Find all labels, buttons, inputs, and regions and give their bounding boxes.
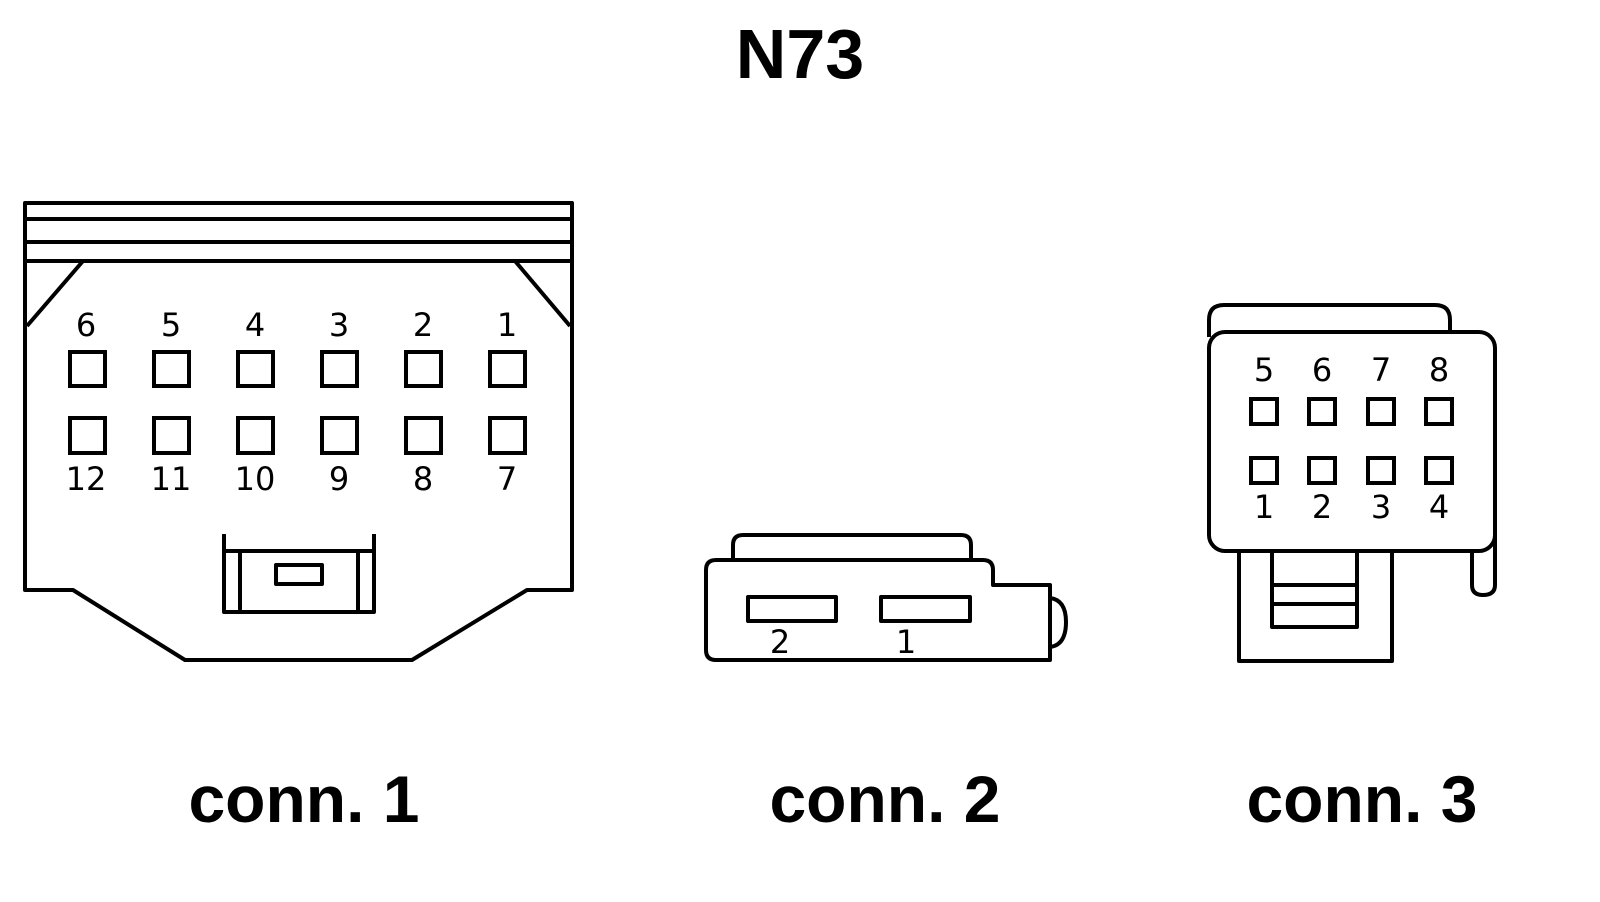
pin-2: 2	[404, 306, 443, 388]
pin-12: 12	[66, 416, 107, 498]
pin-label: 6	[76, 306, 96, 344]
pin-5: 5	[152, 306, 191, 388]
pin-label: 5	[161, 306, 181, 344]
pin-7: 7	[488, 416, 527, 498]
connector-3: 5 6 7 8 1 2	[1207, 303, 1497, 836]
pin-9: 9	[320, 416, 359, 498]
pin-label: 2	[1312, 488, 1332, 526]
pin-label: 9	[329, 460, 349, 498]
pin-3: 3	[320, 306, 359, 388]
connector-3-bottom-row: 1 2 3 4	[1249, 456, 1454, 526]
pin-label: 1	[896, 623, 916, 661]
pin-2: 2	[770, 623, 790, 661]
pin-label: 4	[1429, 488, 1449, 526]
pin-label: 2	[770, 623, 790, 661]
connector-1-housing	[23, 201, 574, 662]
connector-3-caption: conn. 3	[1246, 762, 1477, 836]
pin-5: 5	[1249, 351, 1279, 426]
pin-1: 1	[488, 306, 527, 388]
pin-3: 3	[1366, 456, 1396, 526]
pin-6: 6	[1307, 351, 1337, 426]
pin-label: 10	[235, 460, 276, 498]
pin-label: 1	[497, 306, 517, 344]
pin-label: 1	[1254, 488, 1274, 526]
connector-2: 2 1 conn. 2	[704, 533, 1068, 836]
connector-1-caption: conn. 1	[188, 762, 419, 836]
pin-label: 8	[413, 460, 433, 498]
pin-6: 6	[68, 306, 107, 388]
connector-3-housing	[1207, 303, 1497, 663]
connector-2-caption: conn. 2	[769, 762, 1000, 836]
pin-label: 6	[1312, 351, 1332, 389]
pin-11: 11	[151, 416, 192, 498]
pin-label: 8	[1429, 351, 1449, 389]
connector-1-bottom-row: 12 11 10 9 8 7	[66, 416, 527, 498]
pin-7: 7	[1366, 351, 1396, 426]
connector-1: 6 5 4 3 2 1	[23, 201, 574, 836]
pin-label: 4	[245, 306, 265, 344]
pin-label: 7	[1371, 351, 1391, 389]
pin-label: 3	[329, 306, 349, 344]
pin-8: 8	[404, 416, 443, 498]
pin-8: 8	[1424, 351, 1454, 426]
pin-10: 10	[235, 416, 276, 498]
diagram-title: N73	[736, 15, 864, 93]
connector-3-top-row: 5 6 7 8	[1249, 351, 1454, 426]
pin-label: 11	[151, 460, 192, 498]
pin-4: 4	[236, 306, 275, 388]
pin-4: 4	[1424, 456, 1454, 526]
pin-label: 5	[1254, 351, 1274, 389]
pin-label: 3	[1371, 488, 1391, 526]
pin-label: 7	[497, 460, 517, 498]
connector-1-top-row: 6 5 4 3 2 1	[68, 306, 527, 388]
pin-1: 1	[1249, 456, 1279, 526]
pin-2: 2	[1307, 456, 1337, 526]
pin-1: 1	[896, 623, 916, 661]
pin-label: 12	[66, 460, 107, 498]
pin-label: 2	[413, 306, 433, 344]
connector-2-housing	[704, 533, 1068, 662]
